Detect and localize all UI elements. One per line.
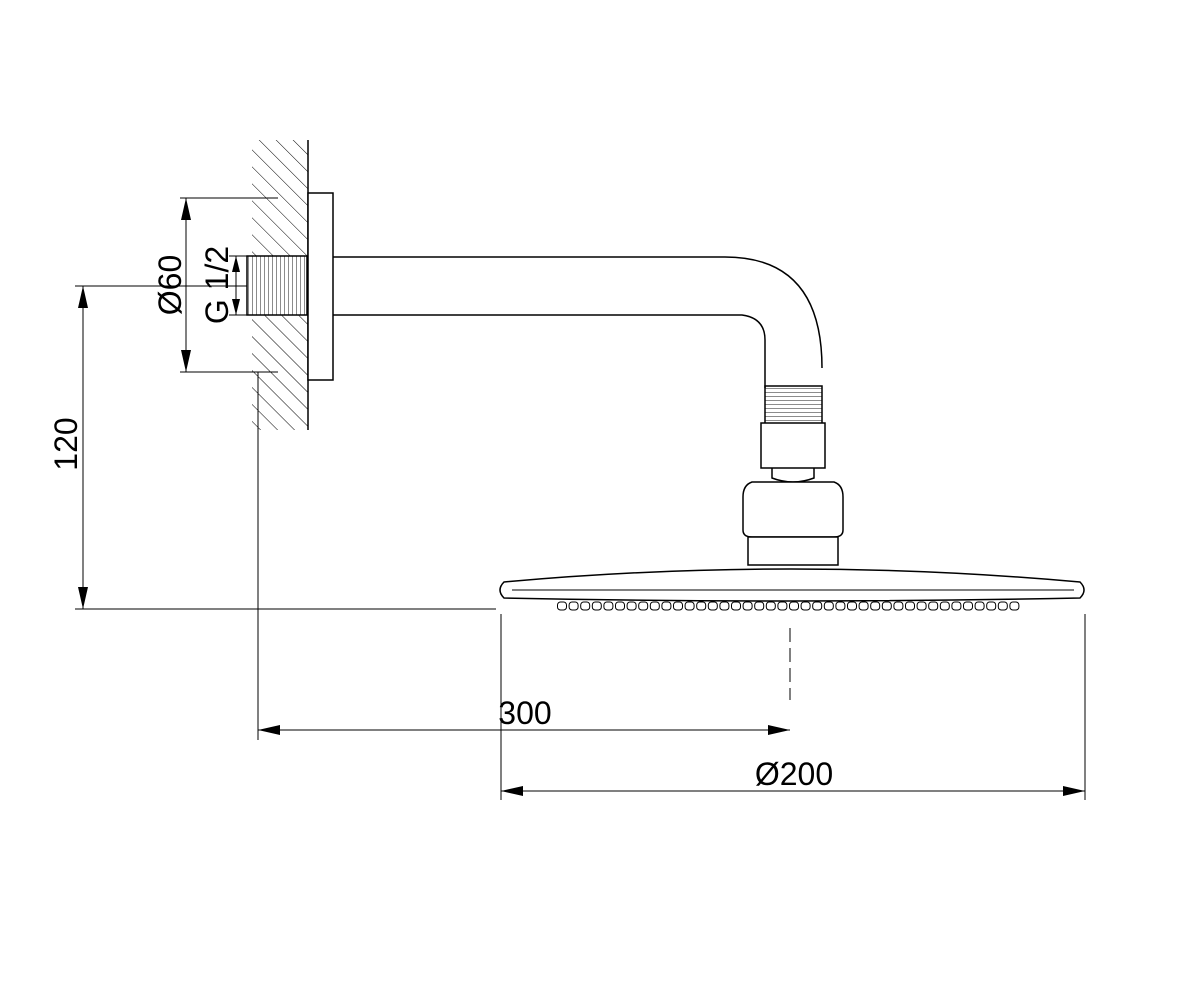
shower-arm	[333, 256, 823, 388]
dim-head-diameter-label: Ø200	[755, 756, 833, 792]
nut-neck	[771, 468, 815, 483]
spray-nozzle	[963, 601, 973, 611]
dim-thread-size-label: G 1/2	[199, 246, 235, 324]
dim-flange-diameter-label: Ø60	[152, 255, 188, 315]
spray-nozzle	[731, 601, 741, 611]
spray-nozzle	[974, 601, 985, 611]
spray-nozzle	[951, 601, 962, 611]
spray-nozzle	[673, 601, 683, 611]
spray-nozzle	[684, 601, 695, 611]
spray-nozzle	[568, 601, 579, 611]
spray-nozzle	[812, 601, 823, 611]
connection-nut	[760, 422, 826, 469]
spray-nozzle	[835, 601, 846, 611]
spray-nozzle	[997, 601, 1008, 611]
spray-nozzle	[742, 601, 753, 611]
spray-nozzle	[916, 601, 927, 611]
spray-nozzle	[789, 601, 799, 611]
dim-projection	[257, 371, 790, 740]
spray-nozzle	[823, 601, 834, 611]
spray-nozzle	[800, 601, 811, 611]
dim-projection-label: 300	[498, 695, 551, 731]
spray-nozzle	[928, 601, 939, 611]
spray-nozzle	[939, 601, 950, 611]
spray-nozzle	[777, 601, 788, 611]
swivel-stem	[747, 536, 839, 566]
spray-nozzle	[905, 601, 915, 611]
dim-height-drop	[75, 285, 496, 610]
spray-nozzle	[696, 601, 707, 611]
spray-nozzle	[626, 601, 637, 611]
spray-nozzle	[638, 601, 649, 611]
spray-nozzle	[986, 601, 997, 611]
wall-thread-connector	[246, 255, 308, 316]
spray-nozzle	[858, 601, 869, 611]
spray-nozzle	[661, 601, 672, 611]
spray-nozzle	[847, 601, 857, 611]
dim-flange-diameter	[180, 197, 278, 373]
spray-nozzle	[707, 601, 718, 611]
dim-height-drop-label: 120	[48, 417, 84, 470]
spray-nozzle	[893, 601, 904, 611]
wall-flange	[307, 192, 334, 381]
dim-head-diameter	[500, 614, 1086, 800]
spray-nozzle	[881, 601, 892, 611]
spray-nozzles	[557, 601, 1020, 611]
spray-nozzle	[719, 601, 730, 611]
spray-nozzle	[603, 601, 614, 611]
spray-nozzle	[557, 601, 567, 611]
spray-nozzle	[870, 601, 881, 611]
spray-nozzle	[615, 601, 625, 611]
spray-nozzle	[765, 601, 776, 611]
spray-nozzle	[591, 601, 602, 611]
spray-nozzle	[580, 601, 591, 611]
shower-head-disc	[499, 568, 1085, 602]
spray-nozzle	[754, 601, 765, 611]
spray-nozzle	[1009, 601, 1020, 611]
arm-thread	[764, 385, 823, 425]
spray-nozzle	[649, 601, 660, 611]
swivel-joint	[742, 481, 844, 538]
